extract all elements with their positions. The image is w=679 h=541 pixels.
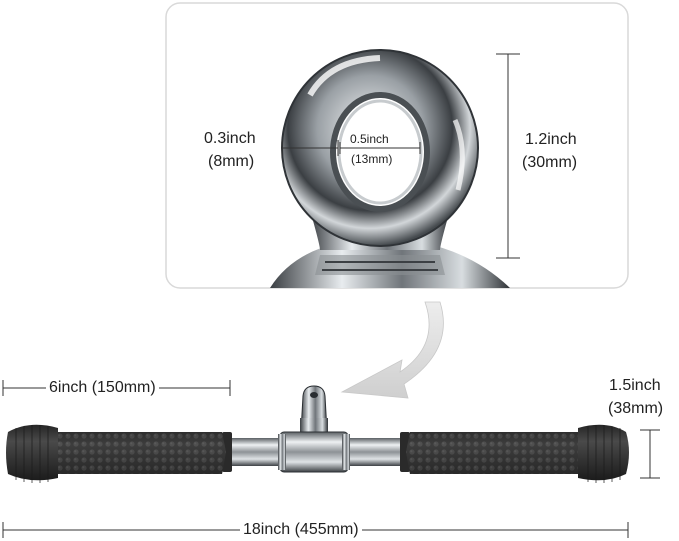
wall-thickness-dimension-line	[281, 140, 339, 156]
grip-length-label: 6inch (150mm)	[46, 378, 159, 398]
left-grip	[6, 424, 226, 483]
total-length-label: 18inch (455mm)	[240, 520, 362, 540]
wall-thickness-mm-label: (8mm)	[208, 153, 255, 170]
eyelet-closeup-panel	[165, 2, 629, 289]
curved-arrow-icon	[340, 301, 444, 399]
grip-diameter-mm-label: (38mm)	[608, 400, 664, 417]
grip-diameter-inch-label: 1.5inch	[609, 377, 661, 394]
hole-diameter-dimension-line	[339, 142, 421, 154]
grip-diameter-dimension-line	[640, 429, 660, 479]
right-grip	[406, 424, 629, 483]
ring-height-dimension-line	[496, 53, 520, 259]
hole-diameter-inch-label: 0.5inch	[350, 132, 389, 146]
straight-bar-handle	[6, 385, 629, 483]
hole-diameter-mm-label: (13mm)	[351, 152, 393, 166]
ring-height-inch-label: 1.2inch	[525, 131, 577, 148]
ring-height-mm-label: (30mm)	[522, 154, 578, 171]
swivel-mount	[278, 385, 350, 473]
wall-thickness-inch-label: 0.3inch	[204, 130, 256, 147]
